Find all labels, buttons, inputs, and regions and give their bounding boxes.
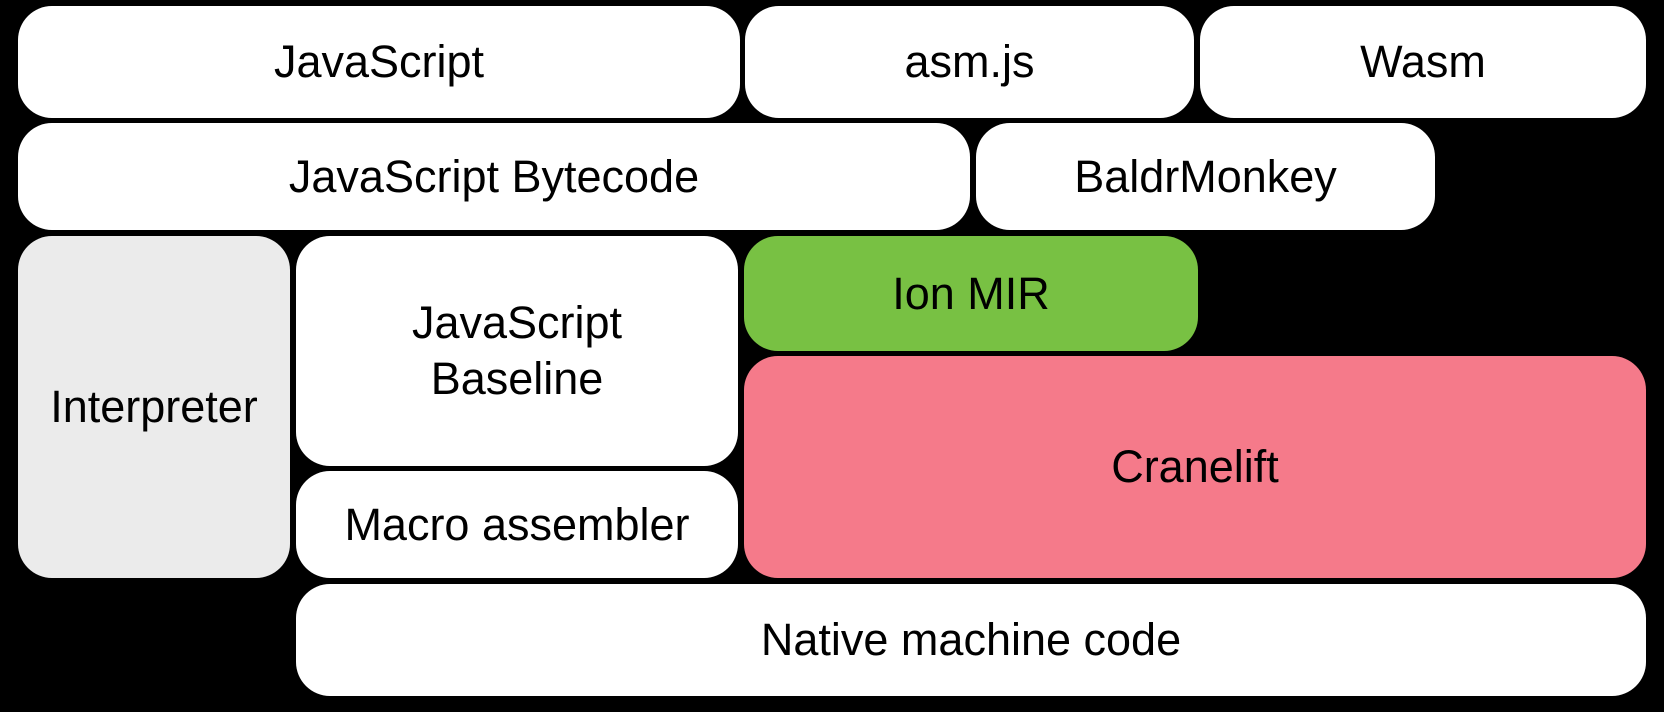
node-native-machine-code: Native machine code [296,584,1646,696]
node-interpreter: Interpreter [18,236,290,578]
node-interpreter-label: Interpreter [50,381,258,432]
node-cranelift-label: Cranelift [1111,441,1279,492]
node-baldrmonkey-label: BaldrMonkey [1074,150,1337,202]
node-javascript-baseline-label: JavaScript Baseline [411,297,623,404]
node-native-machine-code-label: Native machine code [760,614,1182,665]
node-javascript: JavaScript [18,6,740,118]
node-ion-mir-label: Ion MIR [892,267,1050,319]
node-javascript-bytecode: JavaScript Bytecode [18,123,970,230]
node-javascript-baseline: JavaScript Baseline [296,236,738,466]
node-macro-assembler-label: Macro assembler [344,498,690,550]
node-baldrmonkey: BaldrMonkey [976,123,1435,230]
node-asm-js-label: asm.js [904,36,1035,87]
node-ion-mir: Ion MIR [744,236,1198,351]
node-asm-js: asm.js [745,6,1194,118]
node-cranelift: Cranelift [744,356,1646,578]
node-macro-assembler: Macro assembler [296,471,738,578]
node-wasm-label: Wasm [1360,36,1486,87]
node-javascript-label: JavaScript [273,36,485,87]
node-wasm: Wasm [1200,6,1646,118]
node-javascript-bytecode-label: JavaScript Bytecode [288,150,700,202]
